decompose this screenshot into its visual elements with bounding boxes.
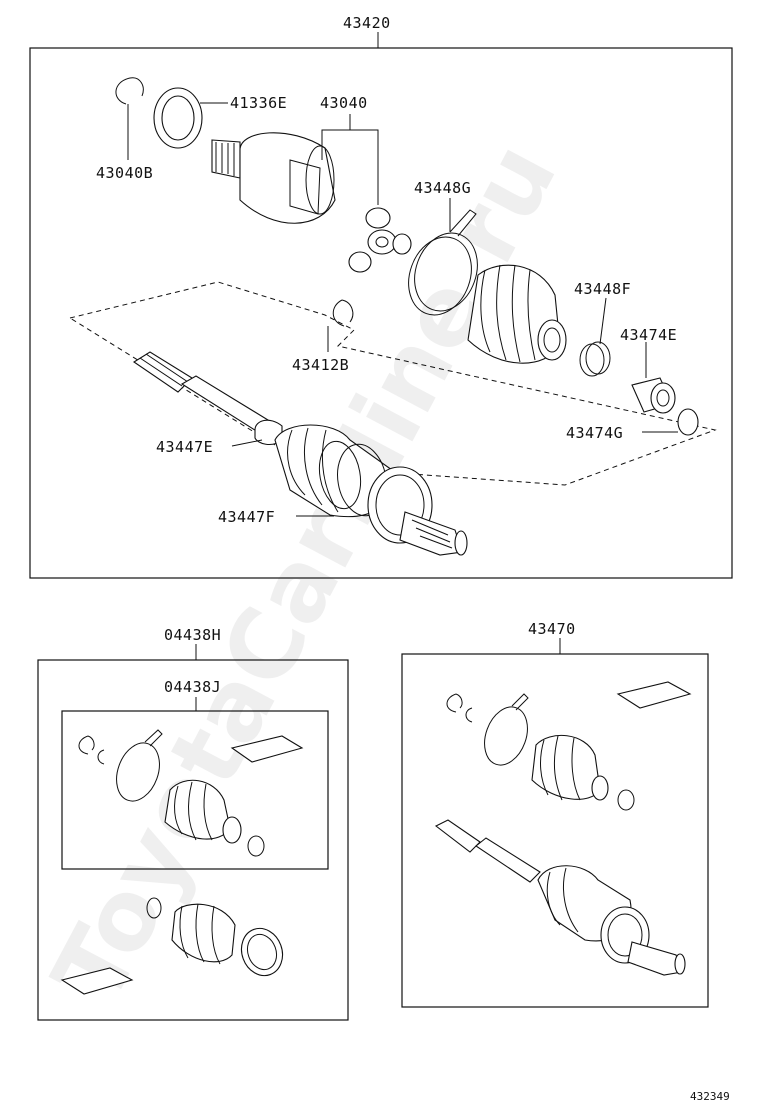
small-clamp-43448F xyxy=(579,341,611,377)
snap-ring-43412B xyxy=(332,299,354,327)
label-43447E[interactable]: 43447E xyxy=(156,438,213,456)
main-assembly-group: 43420 43040B 41336E 43040 xyxy=(29,14,733,579)
label-43447F[interactable]: 43447F xyxy=(218,508,275,526)
dust-seal-41336E xyxy=(153,87,203,149)
kit-j-boot xyxy=(164,779,242,844)
kit-43470-small-clamp xyxy=(617,789,635,811)
kit-43470-snap-ring-2 xyxy=(465,707,473,723)
kit-43470-grease-packet xyxy=(616,681,692,709)
label-43448F[interactable]: 43448F xyxy=(574,280,631,298)
label-43412B[interactable]: 43412B xyxy=(292,356,349,374)
label-04438J[interactable]: 04438J xyxy=(164,678,221,696)
label-43420[interactable]: 43420 xyxy=(343,14,391,32)
main-assembly-box xyxy=(29,47,733,579)
label-43470[interactable]: 43470 xyxy=(528,620,576,638)
label-41336E[interactable]: 41336E xyxy=(230,94,287,112)
leader-43447E xyxy=(231,439,263,447)
snap-ring-43040B xyxy=(115,77,144,105)
ring-43474G xyxy=(677,408,699,436)
outboard-cv-joint xyxy=(367,466,468,556)
boot-clamp-43448G xyxy=(408,209,478,316)
kit-j-snap-ring xyxy=(78,735,95,755)
label-43448G[interactable]: 43448G xyxy=(414,179,471,197)
kit-h-boot xyxy=(171,903,236,965)
kit-04438H-group: 04438H 04438J xyxy=(37,626,349,1021)
label-43040[interactable]: 43040 xyxy=(320,94,368,112)
leader-43448F xyxy=(599,297,607,345)
inboard-joint-housing xyxy=(211,132,336,224)
kit-04438J-box xyxy=(61,710,329,870)
label-43474E[interactable]: 43474E xyxy=(620,326,677,344)
kit-43470-snap-ring xyxy=(446,693,463,713)
damper-43474E xyxy=(631,377,676,414)
inboard-boot xyxy=(467,264,567,364)
kit-43470-clamp xyxy=(484,693,529,766)
kit-43470-shaft xyxy=(434,819,686,976)
kit-j-clamp xyxy=(116,729,163,802)
kit-43470-box xyxy=(401,653,709,1008)
kit-j-snap-ring-2 xyxy=(97,749,105,765)
kit-43470-group: 43470 xyxy=(401,620,709,1008)
kit-h-grease-packet xyxy=(60,967,134,995)
diagram-number: 432349 xyxy=(690,1090,730,1103)
drive-shaft xyxy=(132,351,283,446)
label-43474G[interactable]: 43474G xyxy=(566,424,623,442)
kit-04438H-box xyxy=(37,659,349,1021)
kit-43470-inboard-boot xyxy=(531,734,609,801)
dashed-subassembly-outline xyxy=(69,281,717,486)
tripod-joint xyxy=(348,207,412,273)
kit-h-ring xyxy=(146,897,162,919)
kit-j-grease-packet xyxy=(230,735,304,763)
kit-h-large-ring xyxy=(240,927,284,977)
leader-43040-bracket xyxy=(321,129,379,205)
label-43040B[interactable]: 43040B xyxy=(96,164,153,182)
watermark: ToyotaCarMine.ru xyxy=(31,125,578,1020)
label-04438H[interactable]: 04438H xyxy=(164,626,221,644)
kit-j-small-clamp xyxy=(247,835,265,857)
